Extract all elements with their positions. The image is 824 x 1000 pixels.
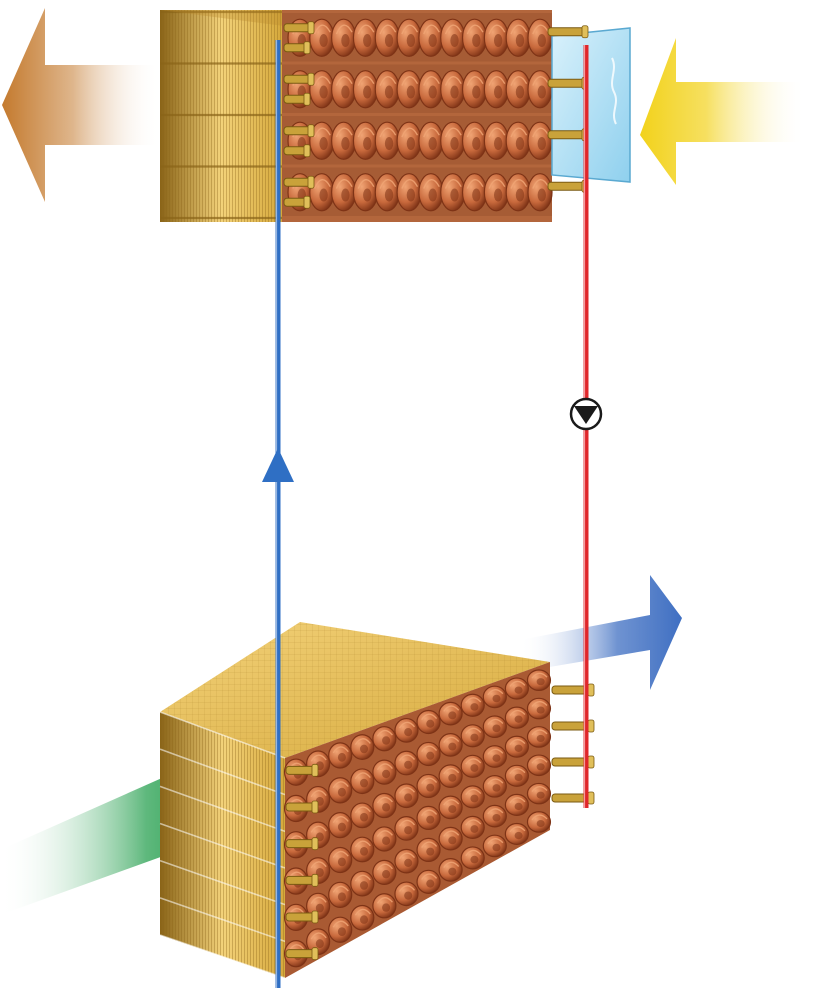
- brass-fitting: [285, 839, 317, 849]
- brass-fitting: [547, 78, 587, 88]
- fresh-air-arrow: [640, 38, 805, 185]
- brass-fitting: [285, 802, 317, 812]
- upper-heat-exchanger-coil: [160, 10, 553, 222]
- brass-fitting: [285, 912, 317, 922]
- lower-heat-exchanger-coil: [159, 622, 595, 979]
- brass-fitting: [285, 765, 317, 775]
- upper-coil-tubes: [282, 13, 553, 216]
- warm-air-arrow: [0, 715, 225, 915]
- brass-fitting: [285, 949, 317, 959]
- pump-flow-down-icon: [574, 406, 598, 424]
- brass-fitting: [547, 181, 587, 191]
- lower-coil-fittings: [285, 683, 595, 961]
- lower-coil-fin-bands: [159, 711, 286, 979]
- brass-fitting: [285, 875, 317, 885]
- cooled-air-arrow: [520, 575, 682, 690]
- exhaust-air-arrow: [2, 8, 160, 202]
- brass-fitting: [547, 27, 587, 37]
- upper-coil-fin-bands: [160, 10, 282, 220]
- lower-coil-tubes: [283, 669, 552, 968]
- supply-flow-up-arrow: [262, 448, 294, 482]
- expansion-tank: [547, 25, 631, 193]
- circulation-pump: [569, 397, 603, 431]
- airflow-arrows: [0, 8, 805, 915]
- brass-fitting: [547, 130, 587, 140]
- pipework: [262, 40, 603, 988]
- upper-coil-fittings: [283, 21, 315, 209]
